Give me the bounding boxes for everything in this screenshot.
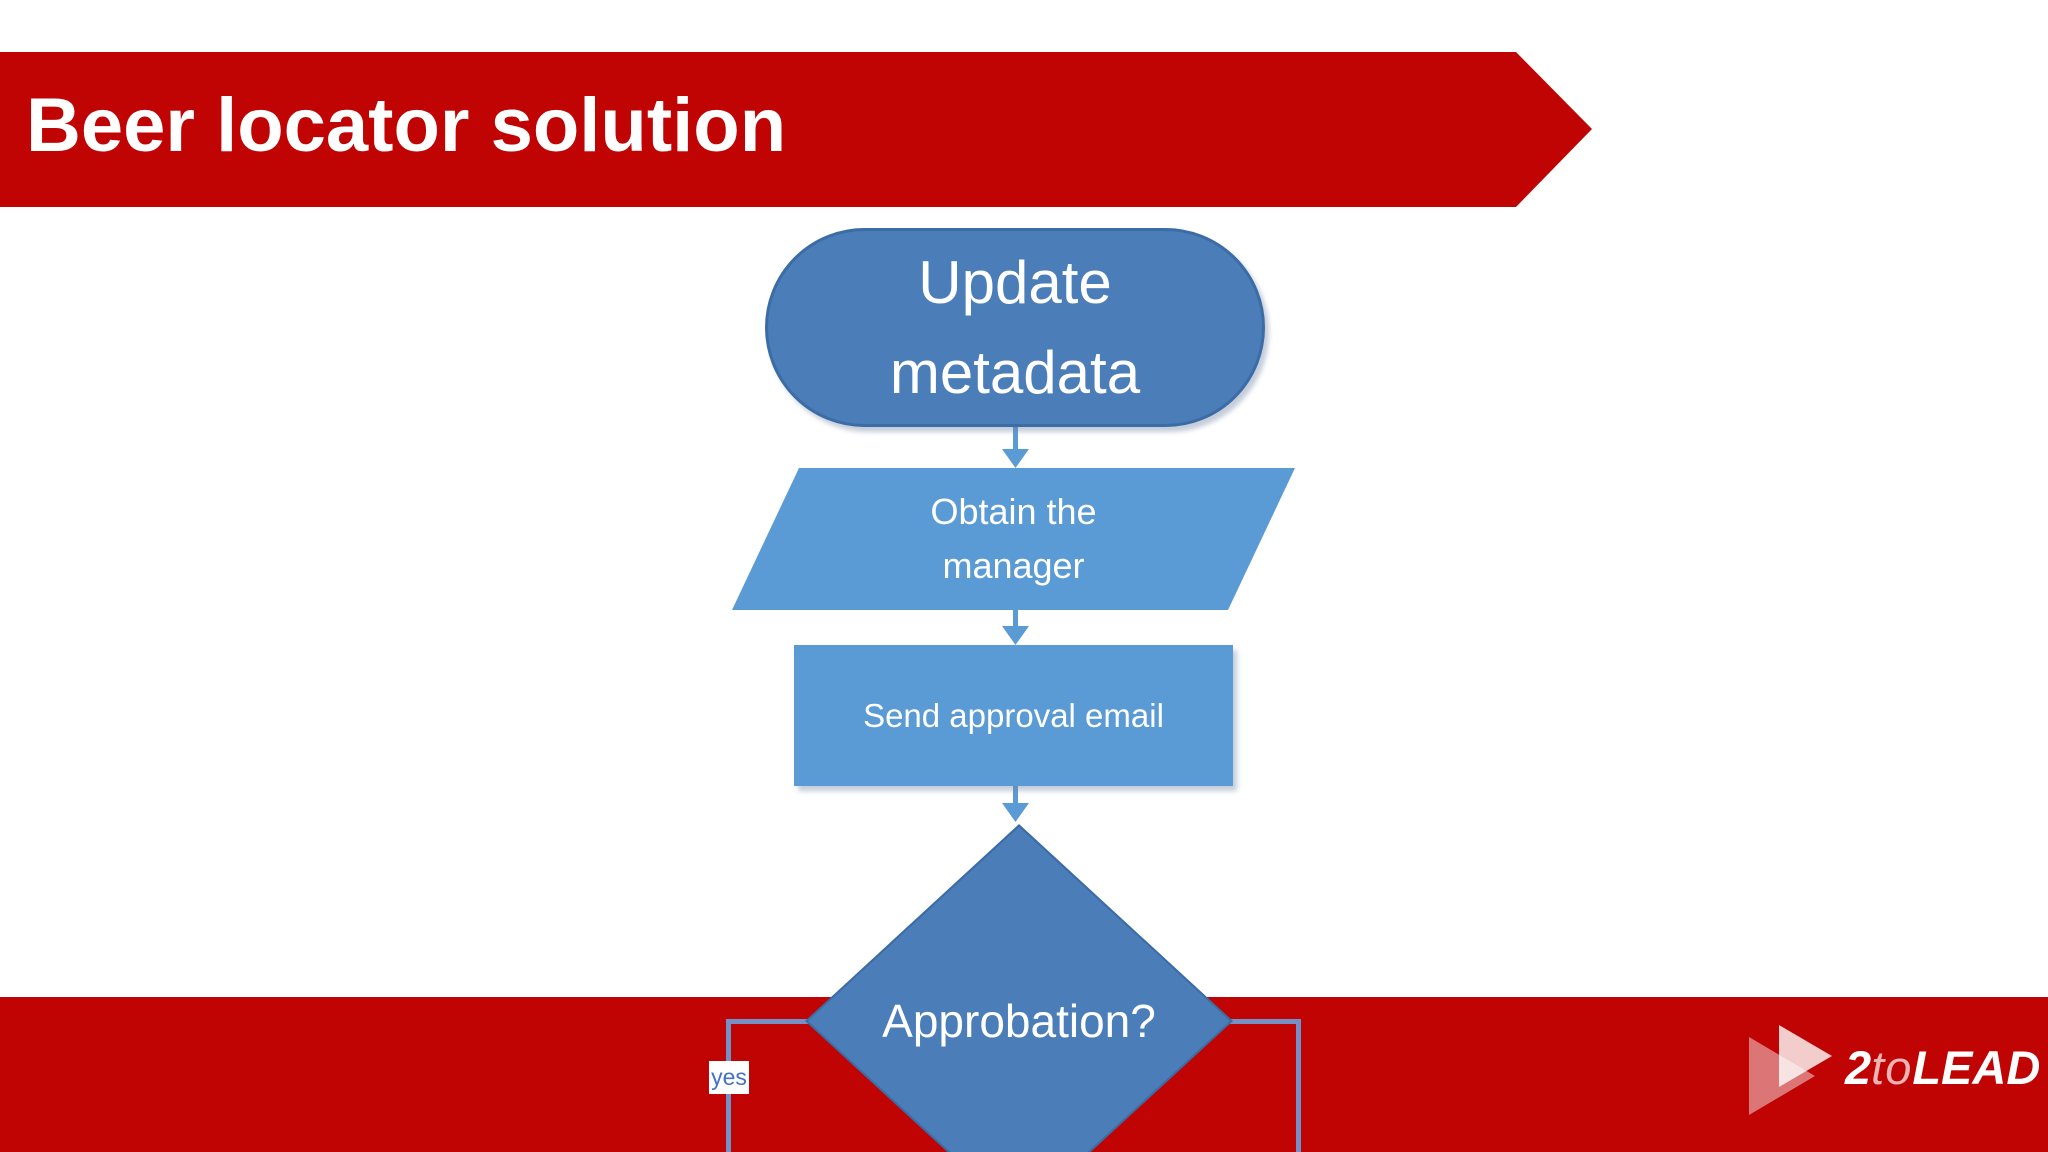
flow-node-label-line: metadata (889, 338, 1141, 406)
edge-label-yes-text: yes (711, 1064, 747, 1090)
connector-no-vertical (1296, 1019, 1301, 1152)
flow-node-obtain-the-manager: Obtain the manager (732, 468, 1295, 610)
connector-yes-horizontal (726, 1019, 809, 1024)
flow-node-label: Send approval email (863, 696, 1164, 734)
arrow-process-to-decision-line (1013, 786, 1018, 805)
arrow-down-icon (1002, 626, 1029, 645)
flow-node-send-approval-email: Send approval email (794, 645, 1233, 786)
flow-node-label: Approbation? (882, 995, 1156, 1047)
flow-node-update-metadata: Update metadata (765, 228, 1265, 427)
flow-node-label-line: manager (942, 545, 1085, 586)
arrow-start-to-input-line (1013, 427, 1018, 451)
arrow-input-to-process-line (1013, 610, 1018, 628)
flow-node-label-line: Update (918, 248, 1112, 316)
edge-label-yes: yes (709, 1061, 749, 1094)
slide-title: Beer locator solution (26, 83, 787, 168)
arrow-down-icon (1002, 803, 1029, 822)
arrow-down-icon (1002, 449, 1029, 468)
logo-part-2: 2 (1845, 1041, 1872, 1094)
logo-part-to: to (1871, 1041, 1913, 1094)
logo-part-lead: LEAD (1912, 1041, 2041, 1094)
connector-no-horizontal (1229, 1019, 1301, 1024)
flow-node-label-line: Obtain the (930, 491, 1097, 532)
title-banner: Beer locator solution (0, 52, 1592, 207)
logo-2tolead: 2toLEAD (1845, 1040, 2040, 1095)
